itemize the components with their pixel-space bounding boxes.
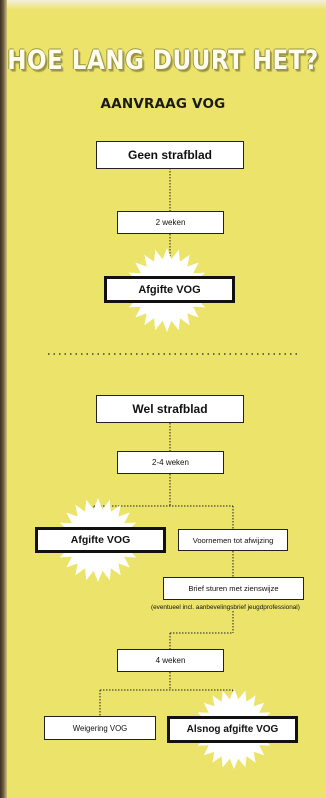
duration-box-3: 4 weken xyxy=(117,649,224,672)
top-edge xyxy=(0,0,326,10)
duration-label-1: 2 weken xyxy=(155,218,186,227)
left-edge-photo-strip xyxy=(0,0,7,798)
duration-label-2: 2-4 weken xyxy=(152,458,189,467)
no-record-label: Geen strafblad xyxy=(127,148,213,162)
page-subtitle: AANVRAAG VOG xyxy=(100,96,226,112)
refusal-label: Weigering VOG xyxy=(72,723,128,733)
letter-note: (eventueel incl. aanbevelingsbrief jeugd… xyxy=(151,604,300,611)
granted-label: Alsnog afgifte VOG xyxy=(186,724,279,735)
granted-box: Alsnog afgifte VOG xyxy=(167,716,298,743)
result-left-label: Afgifte VOG xyxy=(70,534,131,546)
page-title: HOE LANG DUURT HET? xyxy=(7,46,319,76)
refusal-box: Weigering VOG xyxy=(44,716,156,740)
record-label: Wel strafblad xyxy=(132,402,208,416)
result-box-1: Afgifte VOG xyxy=(104,276,235,303)
duration-box-1: 2 weken xyxy=(117,211,224,234)
duration-label-3: 4 weken xyxy=(155,656,186,665)
intent-label: Voornemen tot afwijzing xyxy=(192,535,274,545)
duration-box-2: 2-4 weken xyxy=(117,451,224,474)
letter-label: Brief sturen met zienswijze xyxy=(188,584,279,593)
letter-box: Brief sturen met zienswijze xyxy=(163,577,304,600)
record-box: Wel strafblad xyxy=(96,395,244,423)
no-record-box: Geen strafblad xyxy=(96,141,244,169)
result-label-1: Afgifte VOG xyxy=(138,283,201,296)
intent-box: Voornemen tot afwijzing xyxy=(178,529,288,551)
result-box-left: Afgifte VOG xyxy=(35,527,166,553)
